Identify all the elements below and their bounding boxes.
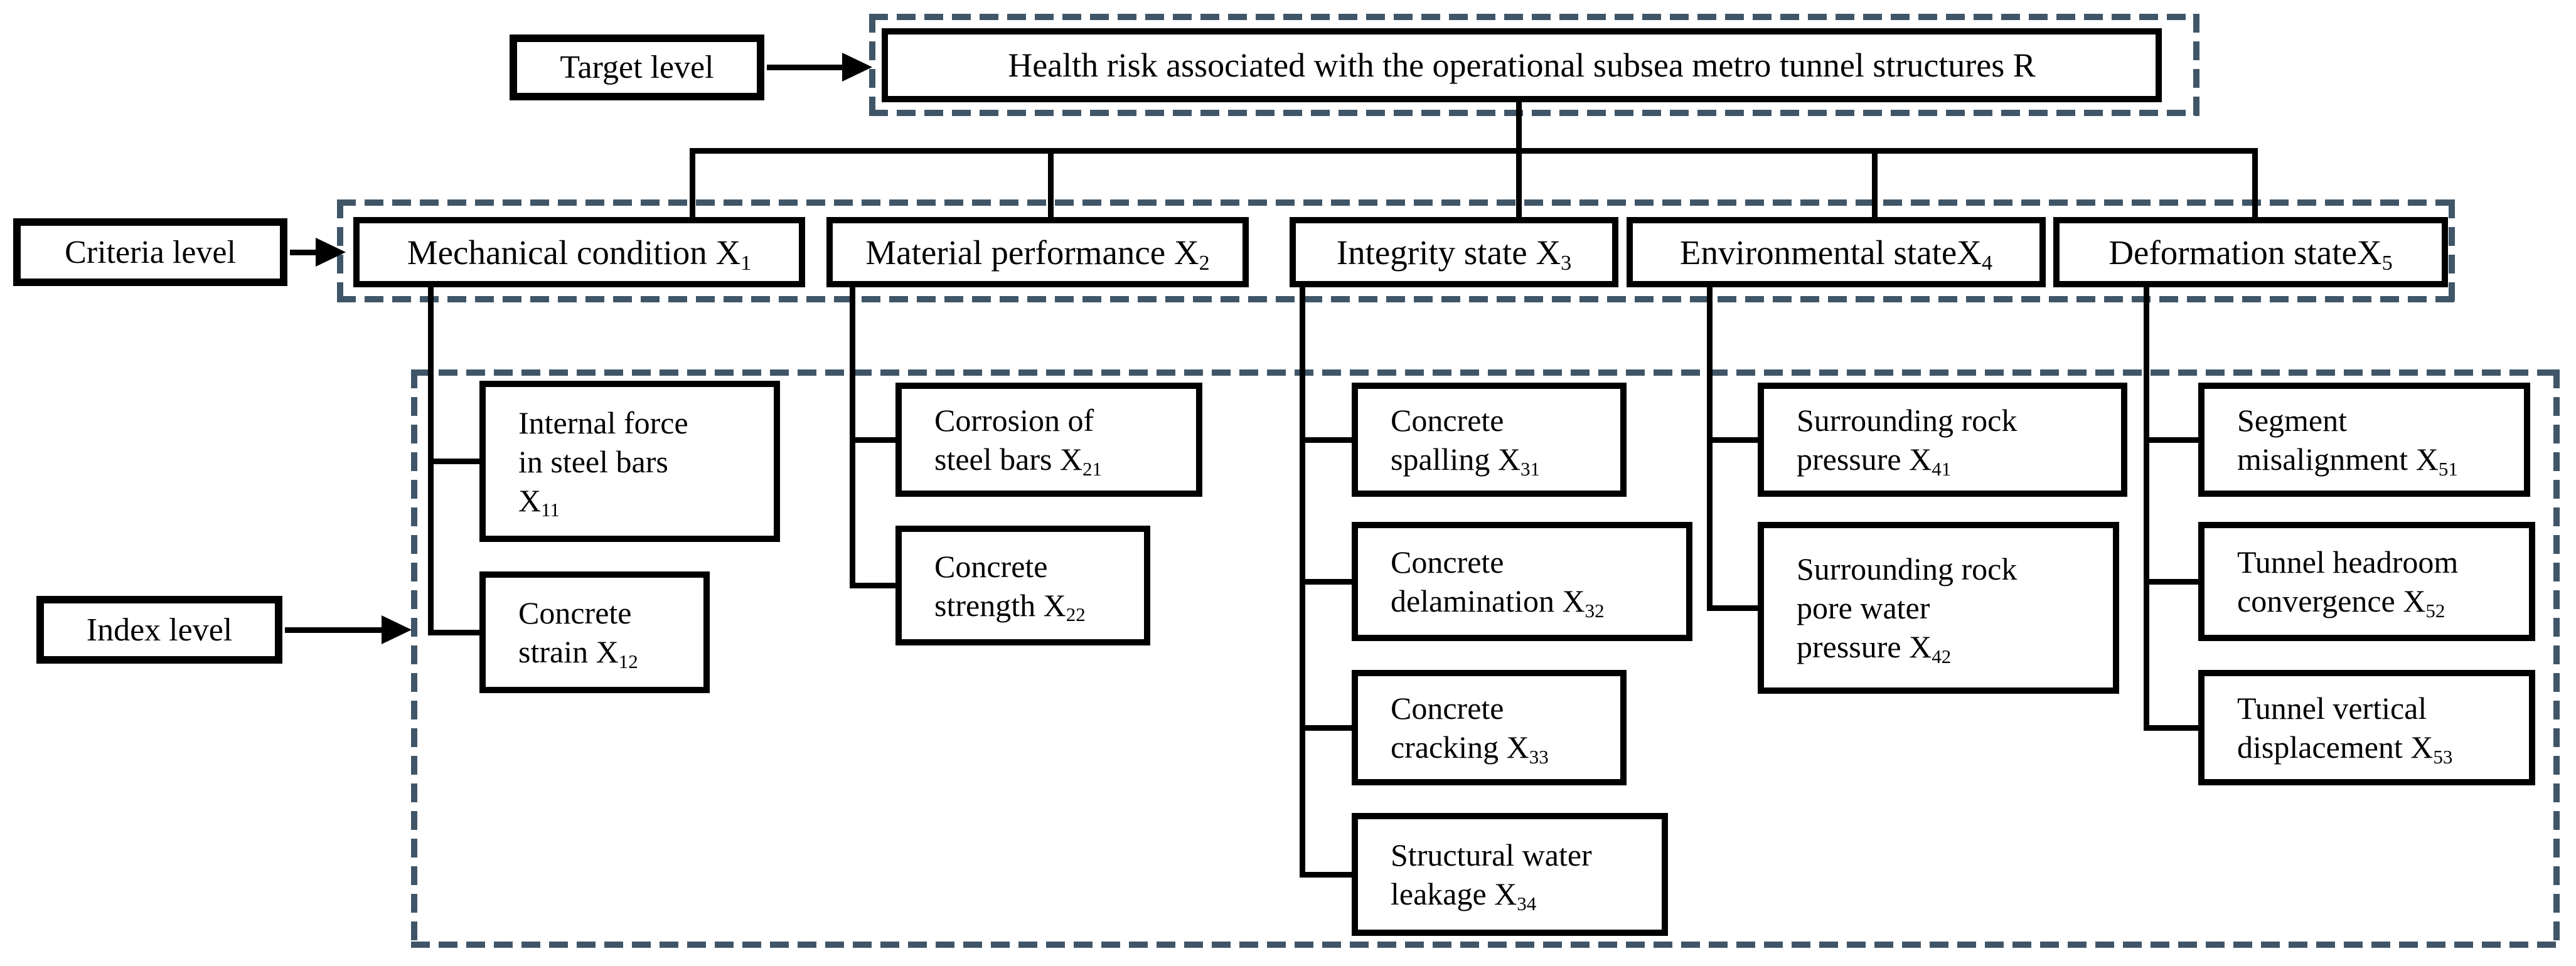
label-criteria-level: Criteria level [13, 218, 287, 286]
index-box-x31-text: Concrete spalling X31 [1391, 403, 1540, 480]
index-box-x31: Concrete spalling X31 [1352, 383, 1627, 497]
index-box-x22: Concrete strength X22 [895, 526, 1150, 645]
index-box-x51-text: Segment misalignment X51 [2237, 403, 2458, 480]
dashed-edge [2553, 369, 2560, 948]
connector-distribution-line [690, 148, 2258, 154]
dashed-edge [869, 14, 875, 116]
criteria-box-x2: Material performance X2 [826, 217, 1249, 287]
connector-drop-x4 [1872, 148, 1878, 217]
index-box-x34: Structural water leakage X34 [1352, 813, 1668, 936]
dashed-edge [337, 199, 2455, 206]
index-box-x12-text: Concrete strain X12 [518, 595, 638, 672]
connector-tick-x42 [1707, 605, 1764, 611]
label-index-level: Index level [36, 596, 282, 664]
dashed-edge [411, 942, 2560, 948]
connector-tick-x11 [428, 459, 486, 464]
dashed-edge [411, 369, 2560, 376]
index-box-x41: Surrounding rock pressure X41 [1758, 383, 2127, 497]
connector-tick-x33 [1300, 725, 1358, 731]
index-box-x52: Tunnel headroom convergence X52 [2198, 522, 2535, 641]
index-box-x51: Segment misalignment X51 [2198, 383, 2530, 497]
arrow-target-level-shaft [767, 65, 845, 70]
connector-stem-col4 [1707, 287, 1713, 611]
criteria-box-x1-text: Mechanical condition X1 [407, 233, 752, 275]
connector-drop-x5 [2252, 148, 2258, 217]
connector-tick-x52 [2144, 579, 2205, 585]
dashed-edge [869, 14, 2199, 20]
dashed-edge [2193, 14, 2199, 116]
connector-tick-x22 [850, 583, 902, 588]
connector-stem-col5 [2144, 287, 2149, 731]
index-box-x33-text: Concrete cracking X33 [1391, 691, 1549, 768]
arrow-criteria-level-head [316, 238, 346, 267]
index-box-x52-text: Tunnel headroom convergence X52 [2237, 544, 2459, 622]
index-box-x22-text: Concrete strength X22 [934, 548, 1086, 626]
dashed-edge [869, 110, 2199, 116]
connector-tick-x51 [2144, 437, 2205, 443]
criteria-box-x1: Mechanical condition X1 [353, 217, 805, 287]
criteria-box-x3: Integrity state X3 [1290, 217, 1618, 287]
connector-top-center-stem [1516, 102, 1522, 217]
connector-tick-x41 [1707, 437, 1764, 443]
criteria-box-x4: Environmental stateX4 [1627, 217, 2046, 287]
criteria-box-x5-text: Deformation stateX5 [2108, 233, 2393, 275]
label-target-level-text: Target level [560, 50, 714, 85]
criteria-box-x2-text: Material performance X2 [865, 233, 1210, 275]
dashed-edge [411, 369, 417, 948]
label-index-level-text: Index level [86, 612, 233, 648]
index-box-x32: Concrete delamination X32 [1352, 522, 1692, 641]
label-target-level: Target level [510, 34, 764, 100]
connector-drop-x2 [1048, 148, 1054, 217]
target-box-text: Health risk associated with the operatio… [1008, 46, 2036, 84]
target-level-dashed-frame [869, 14, 2199, 116]
index-box-x32-text: Concrete delamination X32 [1391, 544, 1605, 622]
connector-tick-x31 [1300, 437, 1358, 443]
index-box-x42-text: Surrounding rock pore water pressure X42 [1797, 551, 2018, 667]
arrow-target-level-head [842, 53, 872, 82]
label-criteria-level-text: Criteria level [65, 234, 236, 270]
connector-tick-x53 [2144, 725, 2205, 731]
connector-tick-x21 [850, 437, 902, 443]
dashed-edge [2449, 199, 2455, 302]
index-box-x21: Corrosion of steel bars X21 [895, 383, 1202, 497]
index-box-x11-text: Internal force in steel bars X11 [518, 405, 688, 521]
connector-tick-x34 [1300, 872, 1358, 878]
criteria-box-x5: Deformation stateX5 [2053, 217, 2448, 287]
index-box-x21-text: Corrosion of steel bars X21 [934, 403, 1103, 480]
criteria-box-x3-text: Integrity state X3 [1336, 233, 1572, 275]
connector-tick-x32 [1300, 579, 1358, 585]
connector-tick-x12 [428, 630, 486, 635]
target-box: Health risk associated with the operatio… [882, 28, 2162, 102]
index-box-x34-text: Structural water leakage X34 [1391, 837, 1592, 915]
arrow-index-level-shaft [285, 627, 385, 633]
index-box-x41-text: Surrounding rock pressure X41 [1797, 403, 2018, 480]
connector-drop-x1 [690, 148, 695, 217]
arrow-criteria-level-shaft [290, 250, 320, 255]
arrow-index-level-head [382, 615, 412, 644]
index-box-x11: Internal force in steel bars X11 [479, 381, 780, 542]
dashed-edge [337, 296, 2455, 302]
index-box-x33: Concrete cracking X33 [1352, 670, 1627, 785]
index-box-x12: Concrete strain X12 [479, 571, 710, 693]
index-box-x53-text: Tunnel vertical displacement X53 [2237, 691, 2453, 768]
index-level-dashed-frame [411, 369, 2560, 948]
index-box-x53: Tunnel vertical displacement X53 [2198, 670, 2535, 785]
index-box-x42: Surrounding rock pore water pressure X42 [1758, 522, 2119, 694]
criteria-box-x4-text: Environmental stateX4 [1679, 233, 1993, 275]
